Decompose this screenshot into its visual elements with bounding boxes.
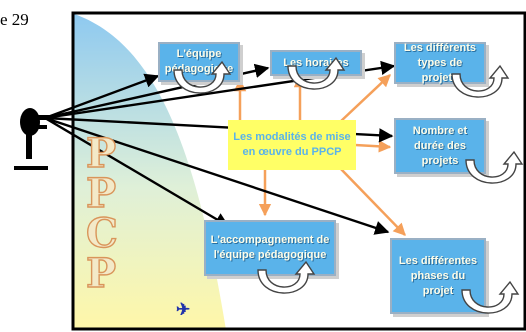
arrow-to-accompagnement (44, 116, 230, 228)
curved-arrow-icon (465, 151, 523, 184)
connector-to-types (339, 74, 391, 123)
center-box: Les modalités de mise en œuvre du PPCP (228, 120, 356, 170)
curved-arrow-icon (257, 261, 315, 294)
person-pointing-icon (14, 108, 51, 170)
arrow-to-phases (44, 116, 390, 235)
box-equipe: L'équipe pédagogique (158, 42, 240, 82)
ppcp-letter-2: P (85, 169, 117, 217)
ppcp-letter-3: C (85, 209, 118, 257)
box-nombre: Nombre et durée des projets (394, 118, 486, 174)
box-accompagnement: L'accompagnement de l'équipe pédagogique (204, 220, 336, 276)
runner-logo-icon: ✈ (176, 300, 191, 319)
connector-to-nombre (354, 140, 392, 153)
curved-arrow-icon (173, 61, 231, 94)
curved-arrow-icon (287, 57, 345, 90)
frame-border (71, 11, 526, 331)
ppcp-letter-4: P (85, 249, 117, 297)
connector-to-phases (339, 167, 406, 236)
page-number: e 29 (0, 10, 29, 29)
arrow-to-equipe (44, 73, 160, 120)
curved-arrow-icon (451, 65, 509, 98)
curved-arrow-icon (461, 281, 519, 314)
box-types: Les différents types de projets (394, 42, 486, 84)
ppcp-letter-1: P (85, 129, 117, 177)
